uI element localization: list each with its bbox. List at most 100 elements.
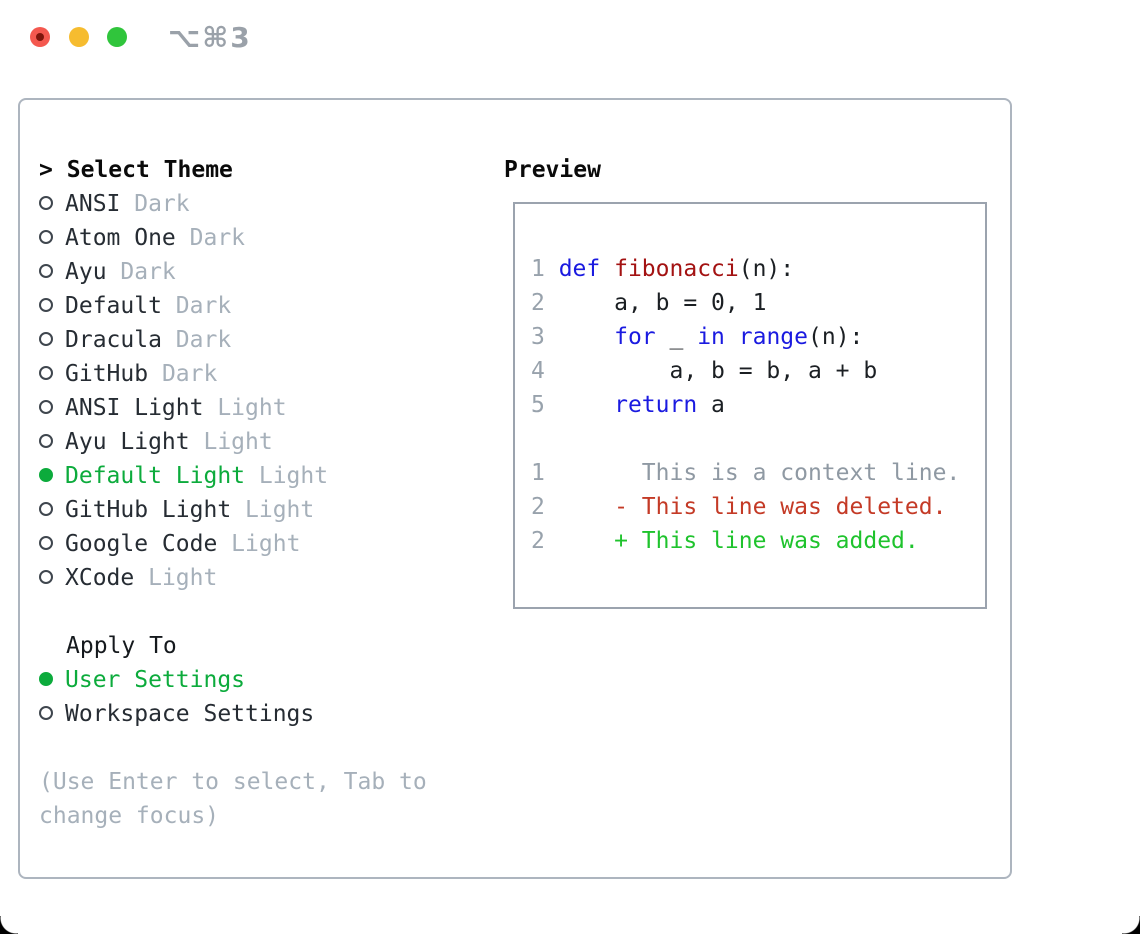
radio-icon <box>39 535 53 550</box>
radio-icon <box>39 365 53 380</box>
theme-name: Default Light <box>65 463 246 489</box>
theme-variant: Light <box>217 531 301 557</box>
theme-name: ANSI <box>65 191 121 217</box>
code-token <box>725 324 739 350</box>
code-token: + This line was added. <box>558 528 919 554</box>
code-line: 1 def fibonacci(n): <box>531 252 985 286</box>
theme-variant: Light <box>134 565 218 591</box>
apply-to-option[interactable]: User Settings <box>20 663 1010 697</box>
theme-variant: Light <box>231 497 315 523</box>
theme-variant: Light <box>189 429 273 455</box>
radio-icon <box>39 195 53 210</box>
zoom-button[interactable] <box>107 27 127 47</box>
apply-to-label: User Settings <box>65 667 246 693</box>
line-number: 4 <box>531 358 559 384</box>
code-token: def <box>558 256 601 282</box>
window-corner <box>0 916 18 934</box>
theme-option[interactable]: ANSI Dark <box>20 187 1010 221</box>
prompt-icon: > <box>39 157 53 183</box>
line-number: 5 <box>531 392 559 418</box>
theme-name: Ayu <box>65 259 107 285</box>
theme-option[interactable]: Ayu Light Light <box>20 425 1010 459</box>
theme-name: ANSI Light <box>65 395 204 421</box>
radio-icon <box>39 331 53 346</box>
code-token: _ <box>655 324 698 350</box>
code-line: 5 return a <box>531 388 985 422</box>
code-token: (n): <box>808 324 864 350</box>
line-number: 1 <box>531 256 559 282</box>
theme-name: XCode <box>65 565 135 591</box>
minimize-button[interactable] <box>69 27 89 47</box>
code-token <box>600 256 614 282</box>
radio-icon <box>39 433 53 448</box>
theme-name: GitHub <box>65 361 149 387</box>
code-token: in <box>697 324 725 350</box>
theme-variant: Light <box>203 395 287 421</box>
line-number: 2 <box>531 290 559 316</box>
radio-icon <box>39 229 53 244</box>
radio-icon <box>39 501 53 516</box>
line-number: 1 <box>531 460 559 486</box>
line-number <box>531 426 559 452</box>
theme-option[interactable]: Ayu Dark <box>20 255 1010 289</box>
select-theme-title: Select Theme <box>66 157 233 183</box>
spacer <box>20 731 1010 765</box>
theme-name: GitHub Light <box>65 497 232 523</box>
theme-name: Atom One <box>65 225 176 251</box>
theme-option[interactable]: Dracula Dark <box>20 323 1010 357</box>
code-line: 1 This is a context line. <box>531 456 985 490</box>
code-token: This is a context line. <box>558 460 961 486</box>
radio-icon <box>39 263 53 278</box>
theme-option[interactable]: GitHub Light Light <box>20 493 1010 527</box>
code-line: 2 + This line was added. <box>531 524 985 558</box>
hint-line-2: change focus) <box>39 803 220 829</box>
code-line <box>531 422 985 456</box>
radio-icon <box>39 705 53 720</box>
line-number: 2 <box>531 528 559 554</box>
code-token: a, b = b, a + b <box>558 358 878 384</box>
theme-variant: Dark <box>120 191 190 217</box>
code-token <box>559 392 614 418</box>
theme-variant: Dark <box>161 293 232 319</box>
line-number: 2 <box>531 494 559 520</box>
theme-option[interactable]: GitHub Dark <box>20 357 1010 391</box>
theme-option[interactable]: XCode Light <box>20 561 1010 595</box>
preview-title: Preview <box>504 157 601 183</box>
close-button[interactable] <box>30 27 50 47</box>
code-token: for <box>614 324 656 350</box>
select-theme-header: > Select Theme <box>20 153 1010 187</box>
window-shortcut-label: ⌥⌘3 <box>168 21 252 54</box>
radio-icon <box>39 297 53 312</box>
radio-icon <box>39 569 53 584</box>
theme-option[interactable]: Default Dark <box>20 289 1010 323</box>
radio-icon <box>39 671 53 686</box>
apply-to-label: Workspace Settings <box>65 701 315 727</box>
radio-icon <box>39 399 53 414</box>
code-token: return <box>614 392 698 418</box>
apply-to-header: Apply To <box>66 633 177 659</box>
theme-variant: Light <box>245 463 329 489</box>
code-token: range <box>738 324 808 350</box>
code-token: - This line was deleted. <box>558 494 947 520</box>
apply-to-option[interactable]: Workspace Settings <box>20 697 1010 731</box>
preview-code: 1 def fibonacci(n): 2 a, b = 0, 1 3 for _ … <box>513 202 987 609</box>
code-token: (n): <box>738 256 795 282</box>
window-corner <box>1122 916 1140 934</box>
code-line: 3 for _ in range(n): <box>531 320 985 354</box>
theme-variant: Dark <box>106 259 176 285</box>
theme-variant: Dark <box>148 361 218 387</box>
line-number: 3 <box>531 324 559 350</box>
theme-option[interactable]: ANSI Light Light <box>20 391 1010 425</box>
theme-name: Dracula <box>65 327 162 353</box>
theme-option[interactable]: Atom One Dark <box>20 221 1010 255</box>
theme-option[interactable]: Default Light Light <box>20 459 1010 493</box>
code-line: 4 a, b = b, a + b <box>531 354 985 388</box>
code-token: a, b = 0, 1 <box>558 290 767 316</box>
theme-variant: Dark <box>175 225 246 251</box>
theme-option[interactable]: Google Code Light <box>20 527 1010 561</box>
radio-icon <box>39 467 53 482</box>
